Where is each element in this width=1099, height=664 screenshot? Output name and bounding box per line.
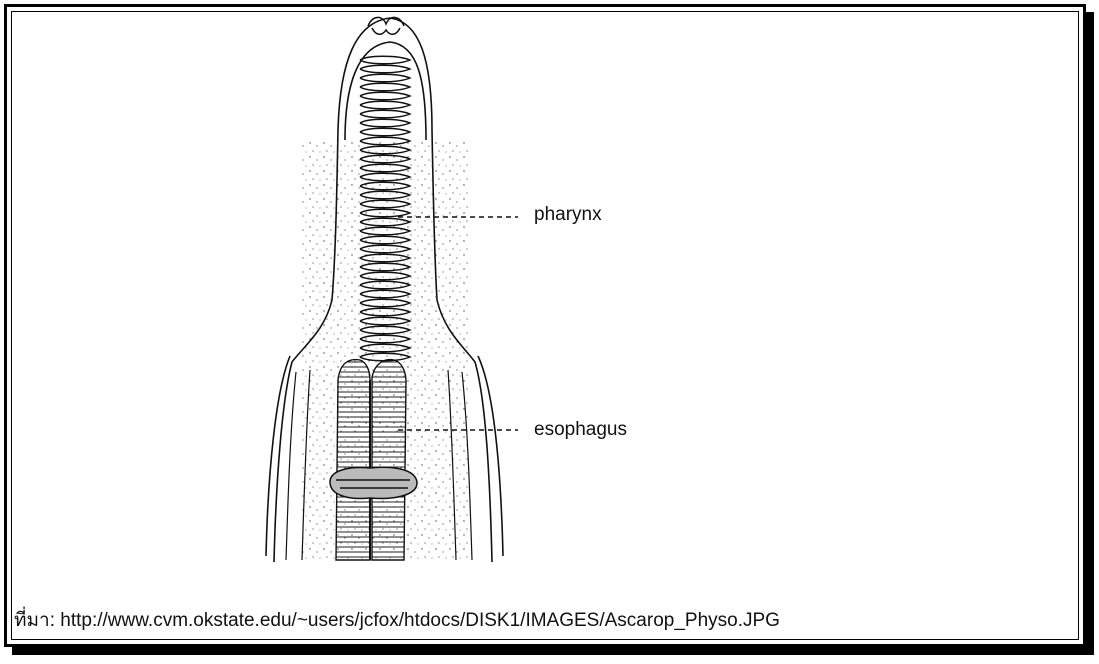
pharynx-coil <box>360 92 410 100</box>
pharynx-coil <box>360 83 410 91</box>
esophagus-bulbs <box>336 360 406 560</box>
pharynx-label: pharynx <box>534 204 602 226</box>
nerve-ring <box>330 467 417 498</box>
pharynx-coil <box>360 65 410 73</box>
pharynx-coil <box>360 101 410 109</box>
pharynx-coil <box>360 119 410 127</box>
source-caption: ที่มา: http://www.cvm.okstate.edu/~users… <box>14 605 780 635</box>
pharynx-coil <box>360 74 410 82</box>
pharynx-coil <box>360 128 410 136</box>
pharynx-coil <box>360 56 410 64</box>
esophagus-label: esophagus <box>534 419 627 441</box>
pharynx-coil <box>360 110 410 118</box>
